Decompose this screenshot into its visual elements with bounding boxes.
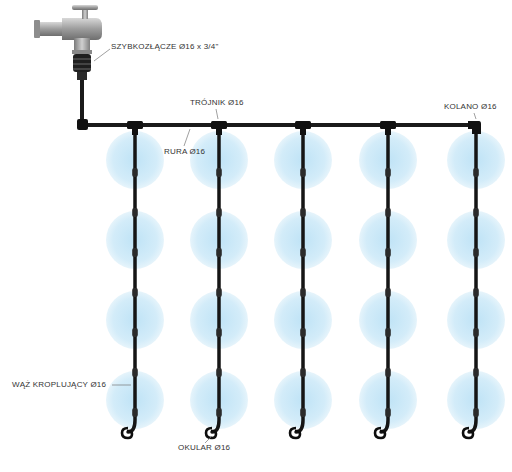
tee-fitting xyxy=(295,121,311,129)
supply-pipe xyxy=(82,80,478,125)
elbow-fitting xyxy=(468,121,481,134)
dripper xyxy=(473,368,479,377)
tee-fitting xyxy=(132,128,138,135)
dripper xyxy=(300,328,306,337)
part-label: WĄŻ KROPLUJĄCY Ø16 xyxy=(12,380,106,390)
faucet xyxy=(34,5,102,54)
tee-fitting xyxy=(300,128,306,135)
dripper xyxy=(385,368,391,377)
dripper xyxy=(473,408,479,417)
dripper xyxy=(385,408,391,417)
dripper xyxy=(132,168,138,177)
dripper xyxy=(385,288,391,297)
dripper xyxy=(300,288,306,297)
part-label: TRÓJNIK Ø16 xyxy=(190,98,244,108)
dripper xyxy=(216,408,222,417)
dripper xyxy=(132,288,138,297)
dripper xyxy=(132,328,138,337)
part-label-text: RURA Ø16 xyxy=(164,147,205,156)
wet-zones xyxy=(106,131,505,429)
dripper xyxy=(216,208,222,217)
dripper xyxy=(385,208,391,217)
dripper xyxy=(473,168,479,177)
tee-fitting xyxy=(385,128,391,135)
dripper xyxy=(473,288,479,297)
part-label-text: SZYBKOZŁĄCZE Ø16 x 3/4" xyxy=(111,42,218,51)
elbow-fitting xyxy=(77,119,88,130)
part-label: SZYBKOZŁĄCZE Ø16 x 3/4" xyxy=(111,42,218,52)
part-label-text: WĄŻ KROPLUJĄCY Ø16 xyxy=(12,380,106,389)
part-label-text: TRÓJNIK Ø16 xyxy=(190,98,244,107)
end-cap xyxy=(290,428,300,438)
part-label-text: KOLANO Ø16 xyxy=(444,102,497,111)
part-label: KOLANO Ø16 xyxy=(444,102,497,112)
end-cap xyxy=(463,428,473,438)
dripper xyxy=(385,248,391,257)
part-label: RURA Ø16 xyxy=(164,147,205,157)
dripper xyxy=(300,248,306,257)
end-cap xyxy=(375,428,385,438)
dripper xyxy=(132,248,138,257)
dripper xyxy=(216,168,222,177)
dripper xyxy=(300,408,306,417)
tee-fitting xyxy=(127,121,143,129)
dripper xyxy=(216,288,222,297)
dripper xyxy=(216,248,222,257)
dripper xyxy=(132,408,138,417)
dripper xyxy=(300,208,306,217)
dripper xyxy=(216,328,222,337)
dripper xyxy=(300,168,306,177)
drip-lines xyxy=(122,121,481,438)
dripper xyxy=(300,368,306,377)
tee-fitting xyxy=(216,128,222,135)
dripper xyxy=(132,368,138,377)
dripper xyxy=(385,328,391,337)
dripper xyxy=(385,168,391,177)
part-label-text: OKULAR Ø16 xyxy=(178,443,230,452)
dripper xyxy=(473,208,479,217)
end-cap xyxy=(206,428,216,438)
dripper xyxy=(216,368,222,377)
quick-coupler xyxy=(73,54,91,80)
tee-fitting xyxy=(380,121,396,129)
tee-fitting xyxy=(211,121,227,129)
part-label: OKULAR Ø16 xyxy=(178,443,230,453)
leader-lines xyxy=(94,49,476,443)
dripper xyxy=(473,328,479,337)
dripper xyxy=(132,208,138,217)
end-cap xyxy=(122,428,132,438)
dripper xyxy=(473,248,479,257)
